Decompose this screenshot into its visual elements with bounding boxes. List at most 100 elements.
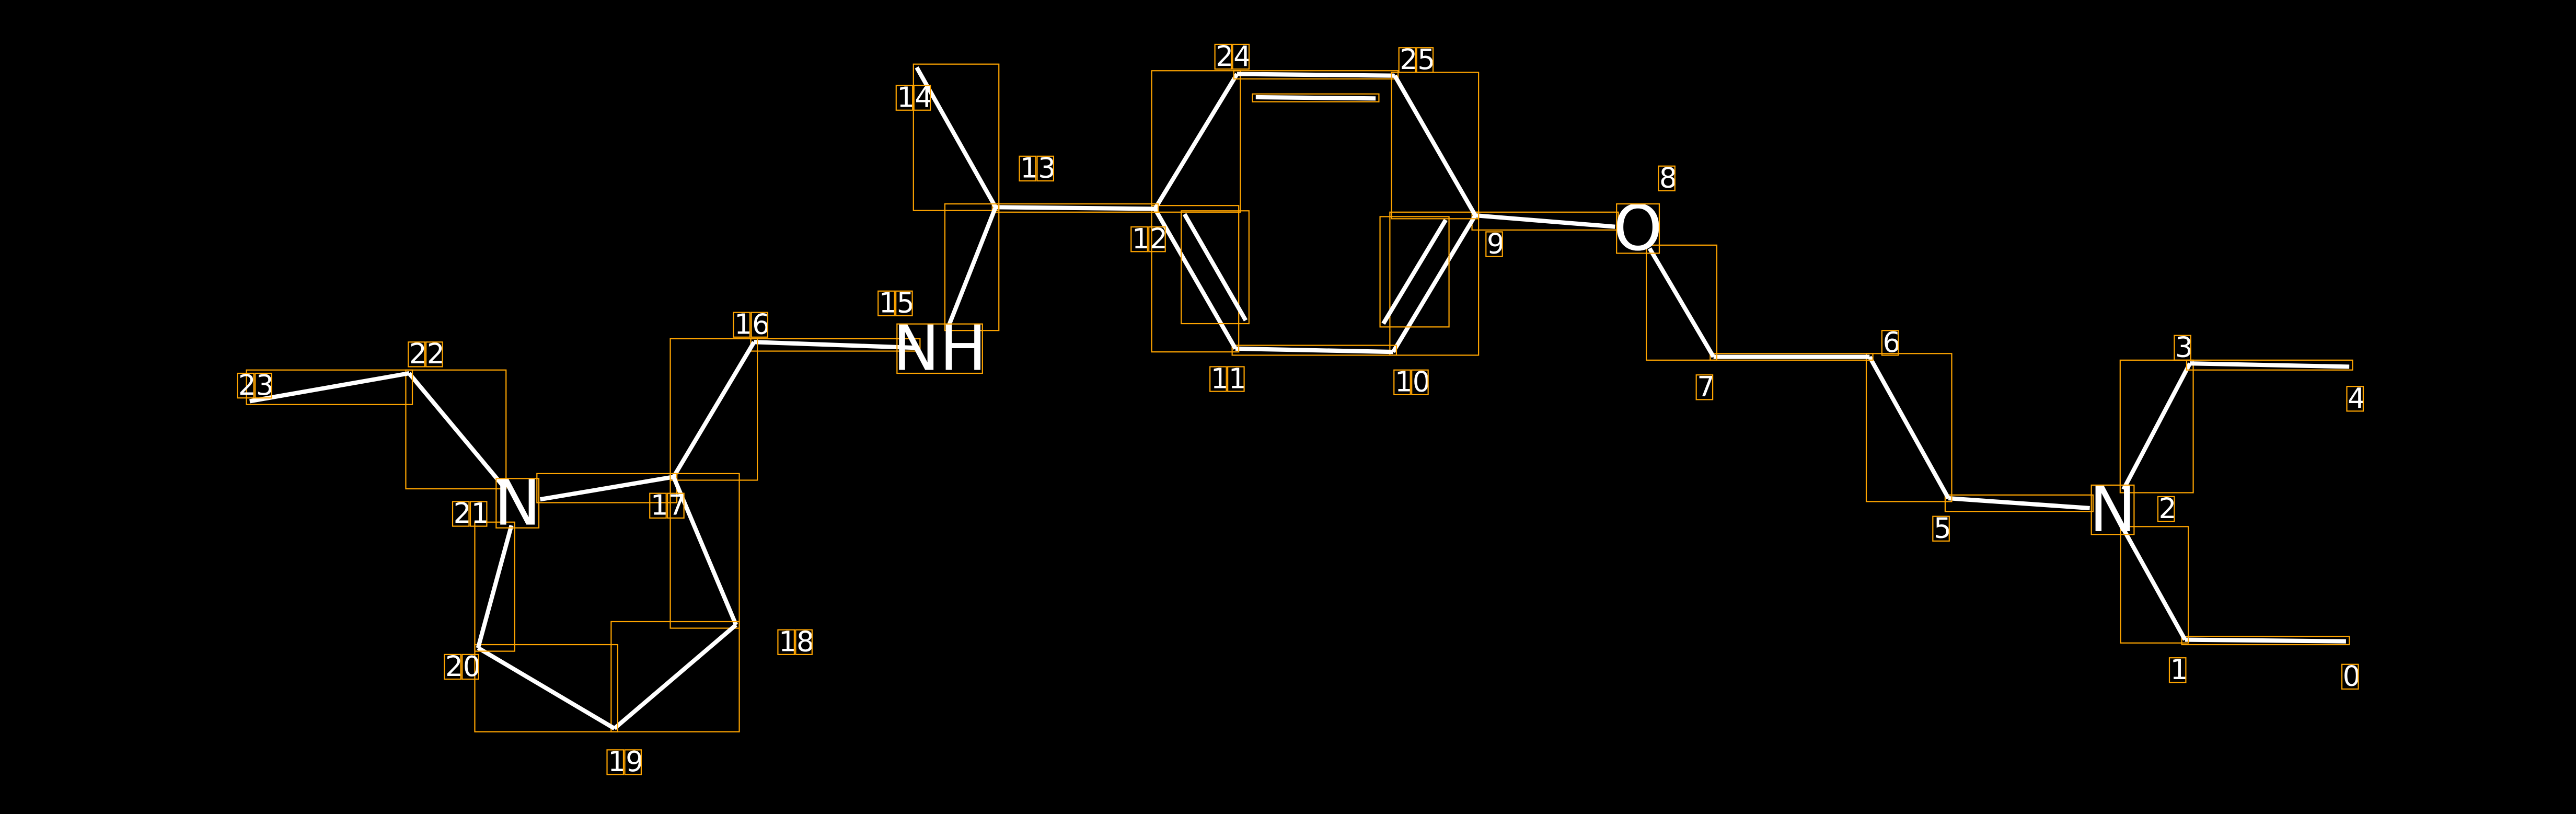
bond-3-4 xyxy=(2186,359,2353,371)
double-bond-line xyxy=(1381,219,1448,325)
index-char-box xyxy=(452,501,470,527)
index-char-box xyxy=(1130,226,1148,253)
bond-box xyxy=(669,338,758,481)
bond-5-6 xyxy=(1865,353,1953,502)
bond-box xyxy=(2120,526,2189,644)
bond-box xyxy=(474,644,619,732)
index-char-box xyxy=(733,312,751,338)
atom-box xyxy=(896,323,983,374)
atom-index-9: 9 xyxy=(1487,227,1505,260)
bond-18-19 xyxy=(610,621,740,732)
bond-box xyxy=(1646,244,1718,361)
bond-line xyxy=(2121,362,2192,491)
double-bond-line xyxy=(1182,213,1248,322)
index-char-box xyxy=(795,629,813,655)
bond-box xyxy=(1233,70,1399,80)
atom-index-15: 15 xyxy=(879,286,915,319)
index-char-box xyxy=(444,654,461,680)
bond-line xyxy=(1393,74,1477,217)
bond-line xyxy=(613,623,737,730)
bond-20-21 xyxy=(474,521,516,652)
atom-index-4: 4 xyxy=(2348,382,2365,415)
bond-24-25 xyxy=(1233,70,1399,102)
bond-2-3 xyxy=(2119,359,2194,494)
atom-index-21: 21 xyxy=(454,497,489,530)
bond-line xyxy=(754,340,917,350)
index-char-box xyxy=(895,85,914,111)
index-char-box xyxy=(2157,496,2175,522)
bond-13-15 xyxy=(944,203,1000,331)
bond-25-9 xyxy=(1391,72,1480,220)
bond-box xyxy=(991,203,1159,213)
atom-index-6: 6 xyxy=(1882,326,1900,359)
index-char-box xyxy=(1232,43,1250,70)
bond-box xyxy=(474,521,516,652)
index-char-box xyxy=(606,749,625,775)
bond-box xyxy=(1391,72,1480,220)
bond-box xyxy=(912,63,1000,211)
index-char-box xyxy=(1485,231,1503,257)
bond-line xyxy=(1153,73,1239,210)
bond-box xyxy=(1181,210,1250,325)
atom-index-8: 8 xyxy=(1659,162,1677,194)
bond-line xyxy=(1153,208,1238,350)
index-char-box xyxy=(461,654,479,680)
atom-index-14: 14 xyxy=(897,81,932,113)
bond-6-7 xyxy=(1709,353,1874,361)
bond-12-24 xyxy=(1151,70,1241,213)
atom-index-5: 5 xyxy=(1934,512,1951,545)
bond-box xyxy=(2181,636,2350,646)
atom-index-19: 19 xyxy=(608,745,643,778)
bond-box xyxy=(2186,359,2353,371)
index-char-box xyxy=(877,290,895,317)
index-char-box xyxy=(1036,155,1055,182)
bond-line xyxy=(1391,214,1477,353)
atom-index-18: 18 xyxy=(779,625,814,658)
index-char-box xyxy=(750,312,769,338)
index-char-box xyxy=(255,372,272,399)
bond-line xyxy=(2185,637,2346,644)
index-char-box xyxy=(649,492,667,519)
bond-line xyxy=(249,371,410,404)
bond-box xyxy=(610,621,740,732)
bond-line xyxy=(477,646,616,730)
index-char-box xyxy=(2346,386,2364,412)
atom-label-n: N xyxy=(494,467,541,540)
bond-box xyxy=(405,369,507,490)
bond-line xyxy=(407,372,505,487)
index-char-box xyxy=(913,85,931,111)
index-char-box xyxy=(2174,335,2191,361)
bond-box xyxy=(1231,345,1397,356)
index-char-box xyxy=(667,492,685,519)
bond-1-2 xyxy=(2120,526,2189,644)
index-char-box xyxy=(469,501,488,527)
index-char-box xyxy=(1214,43,1232,70)
index-char-box xyxy=(1209,366,1227,392)
bond-line xyxy=(1647,247,1716,358)
index-char-box xyxy=(408,341,425,368)
bond-21-22 xyxy=(405,369,507,490)
atom-label-nh: NH xyxy=(893,313,986,385)
bond-line xyxy=(2190,361,2350,369)
atom-index-10: 10 xyxy=(1395,365,1430,398)
bond-16-17 xyxy=(669,338,758,481)
atom-index-11: 11 xyxy=(1211,362,1246,395)
index-char-box xyxy=(1393,369,1411,396)
bond-box xyxy=(669,473,740,629)
atom-index-23: 23 xyxy=(238,369,274,402)
bond-line xyxy=(1237,72,1395,78)
index-char-box xyxy=(237,372,255,399)
bond-box xyxy=(1389,211,1480,356)
bond-9-10 xyxy=(1379,211,1480,356)
bond-box xyxy=(1379,216,1450,328)
index-char-box xyxy=(1881,330,1899,356)
bond-box xyxy=(1709,353,1874,361)
bond-line xyxy=(1948,496,2090,511)
index-char-box xyxy=(1398,47,1416,73)
atom-index-16: 16 xyxy=(734,308,770,341)
atom-index-22: 22 xyxy=(409,337,445,370)
atom-index-3: 3 xyxy=(2175,331,2193,364)
bond-11-12 xyxy=(1151,205,1250,353)
